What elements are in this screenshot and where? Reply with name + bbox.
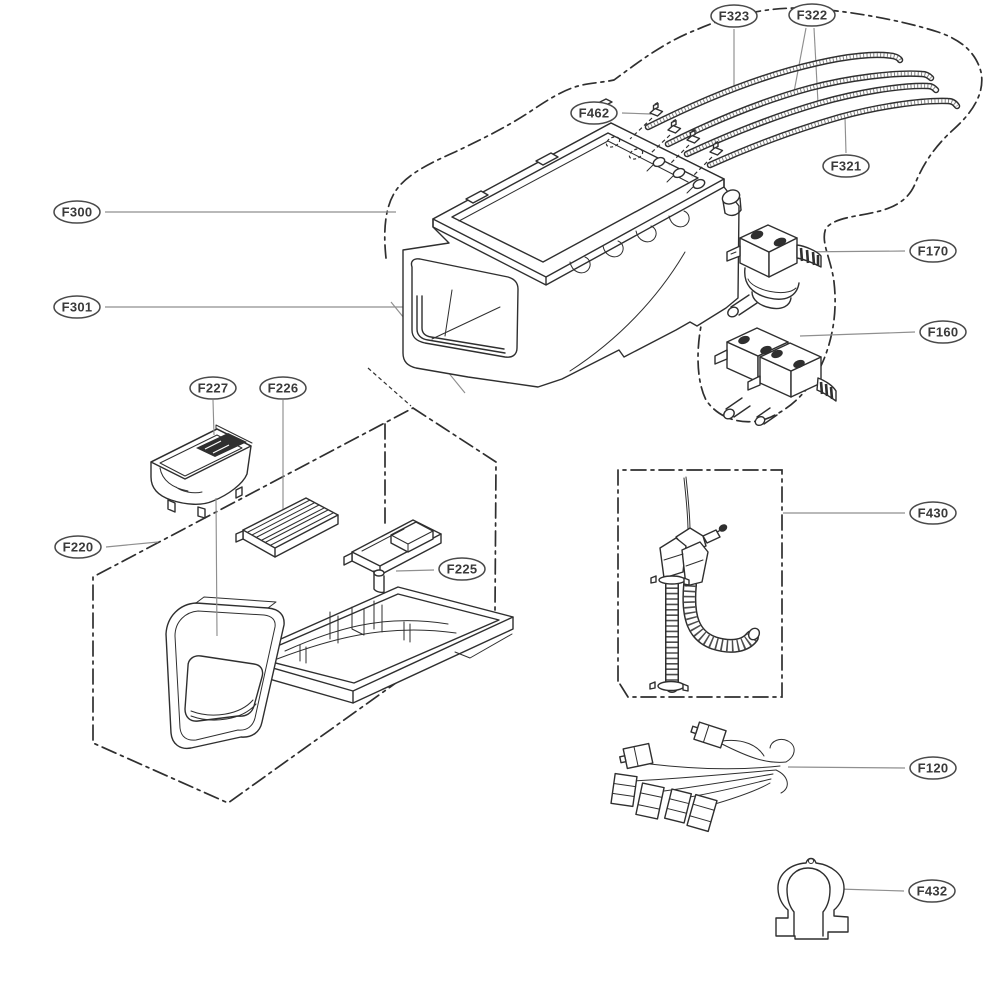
callout-text-F430: F430: [918, 506, 949, 521]
leader-F120: [787, 766, 906, 769]
callout-ellipse-F227: [189, 376, 237, 400]
part-callout-F226[interactable]: F226: [259, 376, 307, 400]
harness-connectors: [610, 721, 727, 833]
f300-group-boundary: [383, 7, 983, 423]
callout-text-F227: F227: [198, 381, 229, 396]
drawer-opening-f301: [410, 258, 519, 358]
lid-hole-2: [628, 148, 644, 160]
inlet-valve-f170-drawing: [726, 224, 822, 318]
callout-ellipse-F321: [822, 154, 870, 178]
callout-text-F120: F120: [918, 761, 949, 776]
part-callout-F120[interactable]: F120: [909, 756, 957, 780]
hose-bracket-f432-drawing: [775, 857, 849, 940]
dispenser-assembly-drawing: [402, 98, 742, 388]
lid-tab-1: [465, 190, 489, 204]
part-callout-F462[interactable]: F462: [570, 101, 618, 125]
callout-text-F462: F462: [579, 106, 610, 121]
hose-clamp-rings: [649, 575, 690, 692]
hose-end-cap: [747, 627, 761, 641]
part-callout-F227[interactable]: F227: [189, 376, 237, 400]
hose-f321-drawing: [706, 97, 961, 169]
lid-hole-1: [605, 136, 621, 148]
callout-text-F170: F170: [918, 244, 949, 259]
callout-text-F300: F300: [62, 205, 93, 220]
drawer-front-panel: [165, 596, 285, 750]
screw-head: [718, 524, 728, 532]
alignment-leaders: [212, 399, 284, 637]
part-callout-F220[interactable]: F220: [54, 535, 102, 559]
leader-F220: [105, 541, 159, 548]
part-callout-F430[interactable]: F430: [909, 501, 957, 525]
softener-cup-f227: [150, 424, 253, 519]
leader-F322-a: [793, 27, 807, 93]
callout-text-F323: F323: [719, 9, 750, 24]
callout-text-F301: F301: [62, 300, 93, 315]
dispenser-lid-inner-panel: [451, 132, 699, 263]
part-callout-F301[interactable]: F301: [53, 295, 101, 319]
double-inlet-valve-f160-drawing: [714, 327, 837, 427]
part-callout-F300[interactable]: F300: [53, 200, 101, 224]
callout-ellipse-F462: [570, 101, 618, 125]
callout-text-F160: F160: [928, 325, 959, 340]
siphon-cap-f225: [343, 519, 442, 594]
callout-ellipse-F430: [909, 501, 957, 525]
part-callout-F432[interactable]: F432: [908, 879, 956, 903]
part-callout-F322[interactable]: F322: [788, 3, 836, 27]
callout-ellipse-F120: [909, 756, 957, 780]
part-callout-F323[interactable]: F323: [710, 4, 758, 28]
callout-ellipse-F301: [53, 295, 101, 319]
callout-ellipse-F323: [710, 4, 758, 28]
callout-text-F225: F225: [447, 562, 478, 577]
leader-F432: [837, 888, 905, 892]
corrugated-hose-right: [682, 578, 759, 653]
leader-F321: [844, 116, 847, 154]
callout-ellipse-F226: [259, 376, 307, 400]
callout-ellipse-F160: [919, 320, 967, 344]
callout-ellipse-F322: [788, 3, 836, 27]
callout-ellipse-F225: [438, 557, 486, 581]
drawer-opening-fin: [444, 289, 453, 337]
callout-text-F226: F226: [268, 381, 299, 396]
callout-text-F321: F321: [831, 159, 862, 174]
part-callout-F170[interactable]: F170: [909, 239, 957, 263]
callout-ellipse-F170: [909, 239, 957, 263]
part-callout-F160[interactable]: F160: [919, 320, 967, 344]
leader-F160: [799, 331, 916, 337]
callout-ellipse-F300: [53, 200, 101, 224]
drawer-opening-floor: [431, 306, 501, 340]
hose-fittings: [659, 527, 721, 587]
callouts: F323 F322 F462 F321 F300 F301 F170 F160: [53, 3, 967, 903]
inlet-hoses-drawing: [629, 51, 961, 178]
part-callout-F321[interactable]: F321: [822, 154, 870, 178]
drawer-opening-sill: [416, 295, 506, 354]
dispenser-end-port: [721, 189, 742, 217]
body-contour-line: [569, 251, 686, 372]
hose-f323-drawing: [644, 51, 904, 131]
callout-ellipse-F432: [908, 879, 956, 903]
drawer-assembly-drawing: [150, 424, 514, 750]
f430-group-box: [617, 469, 783, 698]
leader-F225: [395, 569, 435, 572]
callout-text-F322: F322: [797, 8, 828, 23]
harness-wires: [632, 738, 795, 807]
part-callout-F225[interactable]: F225: [438, 557, 486, 581]
callout-text-F220: F220: [63, 540, 94, 555]
axis-dispenser-to-drawer: [367, 367, 412, 407]
hose-f322-b-drawing: [683, 82, 940, 158]
leader-F462: [621, 112, 652, 115]
dispenser-hose-f430-drawing: [649, 476, 761, 693]
leader-F227: [212, 399, 218, 637]
wire-harness-f120-drawing: [610, 721, 795, 833]
group-boundaries: [92, 7, 983, 804]
vent-tube: [683, 476, 691, 532]
lid-nozzles: [646, 156, 706, 194]
hose-clamps-f462: [629, 101, 724, 178]
grid-insert-f226: [235, 497, 339, 558]
callout-ellipse-F220: [54, 535, 102, 559]
lid-tab-2: [535, 152, 559, 166]
f220-group-boundary: [92, 407, 497, 804]
callout-text-F432: F432: [917, 884, 948, 899]
hose-f322-a-drawing: [664, 70, 935, 148]
